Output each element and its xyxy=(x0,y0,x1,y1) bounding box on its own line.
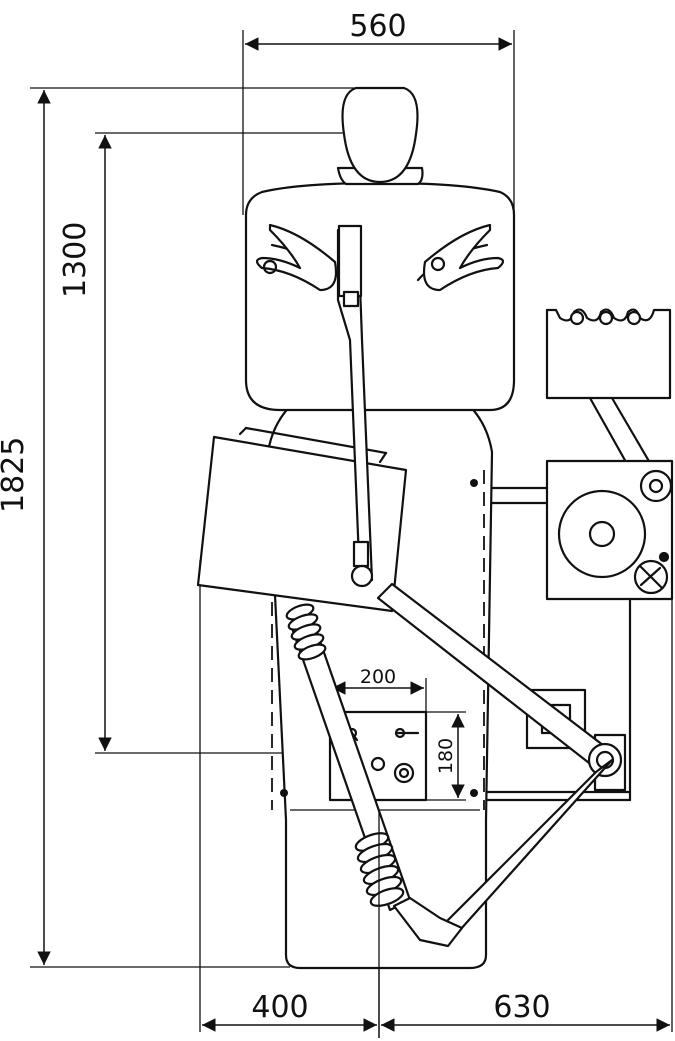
dim-label-1300: 1300 xyxy=(58,222,93,298)
seat-bolt xyxy=(470,789,478,797)
light-post xyxy=(336,224,374,588)
suction-hose xyxy=(285,603,464,948)
dimension-180: 180 xyxy=(426,711,466,801)
dimension-400: 400 xyxy=(199,560,380,1038)
dimension-630: 630 xyxy=(381,600,673,1032)
dimension-560: 560 xyxy=(242,9,515,215)
hose-lower-corrugation xyxy=(354,832,405,907)
dim-label-200: 200 xyxy=(360,666,396,688)
cup-tray xyxy=(545,308,672,489)
dim-label-630: 630 xyxy=(493,990,550,1025)
dim-label-1825: 1825 xyxy=(0,437,31,513)
water-unit-box xyxy=(545,459,674,601)
dim-label-400: 400 xyxy=(251,990,308,1025)
seat-bolt xyxy=(280,789,288,797)
dim-label-560: 560 xyxy=(349,9,406,44)
hose-upper-corrugation xyxy=(285,603,327,661)
seat-bolt xyxy=(470,479,478,487)
headrest xyxy=(336,86,424,186)
chair-backrest xyxy=(244,181,516,412)
dim-label-180: 180 xyxy=(435,738,457,774)
dimension-1825: 1825 xyxy=(0,87,405,968)
